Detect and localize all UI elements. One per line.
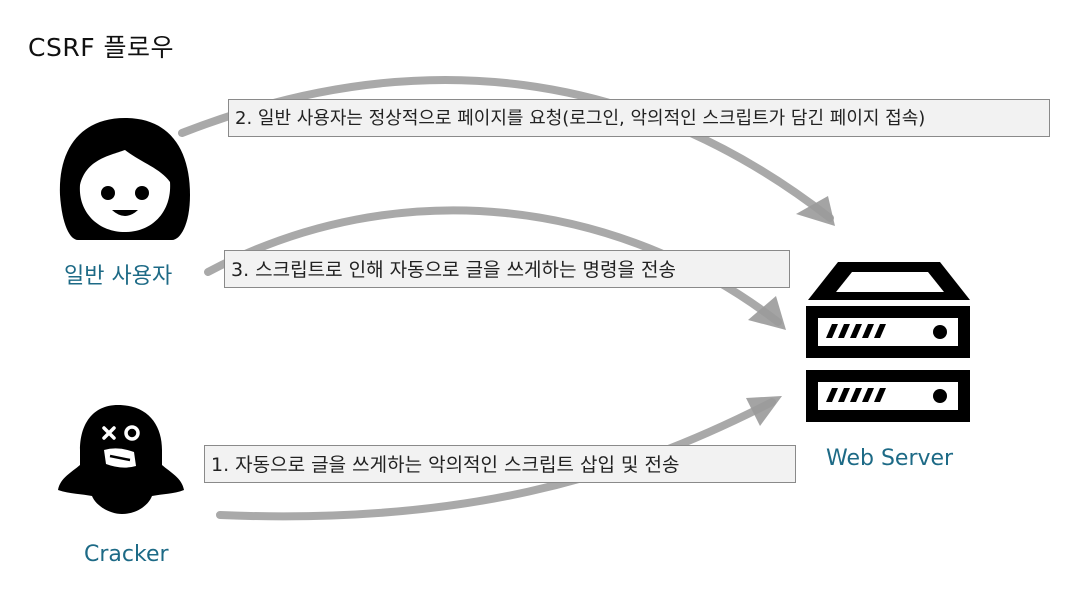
step1-box: 1. 자동으로 글을 쓰게하는 악의적인 스크립트 삽입 및 전송 <box>204 445 796 483</box>
ghost-icon <box>58 405 184 514</box>
arrow-step1 <box>216 396 782 521</box>
user-label: 일반 사용자 <box>64 264 173 289</box>
step3-box: 3. 스크립트로 인해 자동으로 글을 쓰게하는 명령을 전송 <box>224 250 790 288</box>
woman-face-icon <box>59 118 190 240</box>
step2-box: 2. 일반 사용자는 정상적으로 페이지를 요청(로그인, 악의적인 스크립트가… <box>228 99 1050 137</box>
diagram-title: CSRF 플로우 <box>28 33 175 62</box>
server-label: Web Server <box>826 446 954 471</box>
cracker-label: Cracker <box>84 542 169 567</box>
server-icon <box>806 262 970 422</box>
